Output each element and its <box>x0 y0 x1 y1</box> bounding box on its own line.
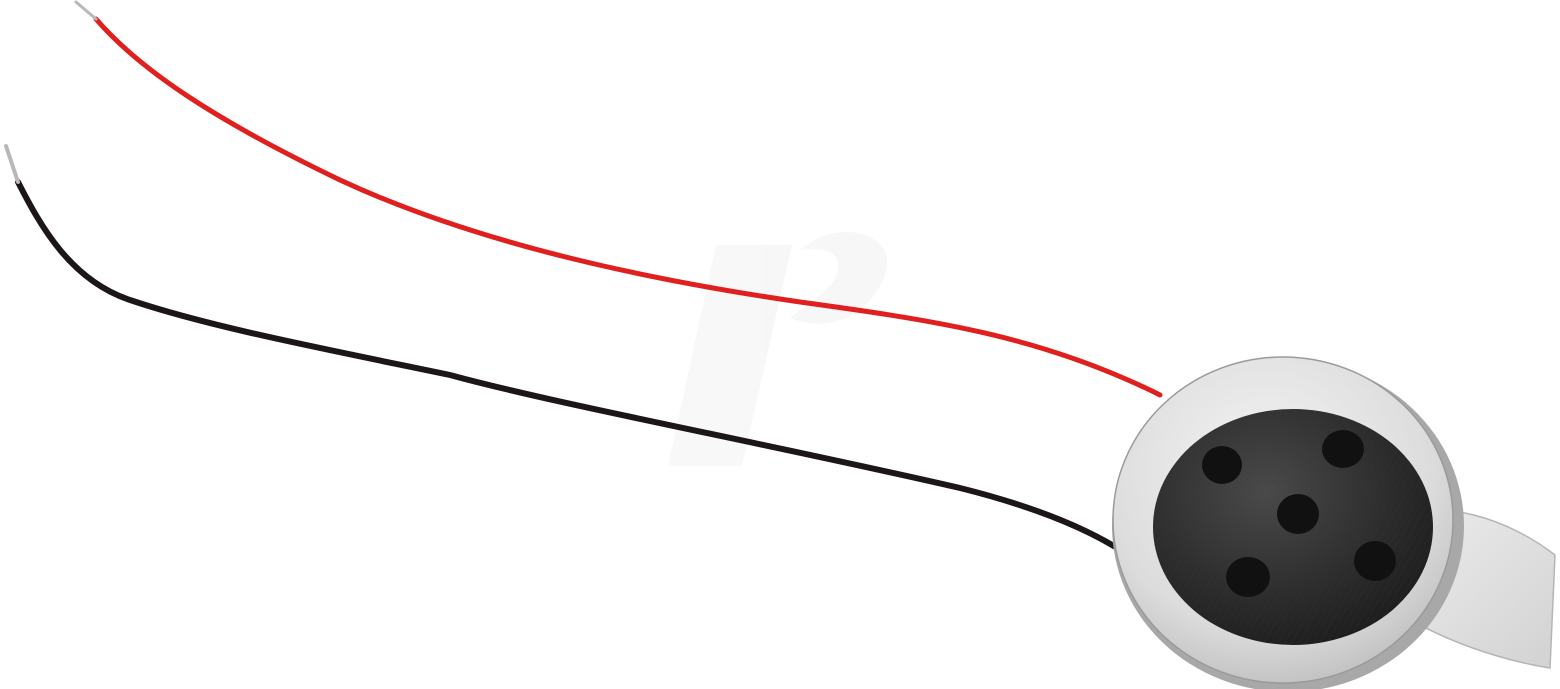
red-wire <box>74 0 1163 398</box>
speaker-hole <box>1277 494 1319 534</box>
speaker-hole <box>1202 446 1242 484</box>
speaker-hole <box>1322 430 1364 468</box>
watermark-logo <box>668 231 888 466</box>
black-wire-tip <box>4 144 20 184</box>
speaker <box>1112 356 1556 689</box>
red-wire-tip <box>74 0 98 21</box>
black-wire <box>4 144 1128 556</box>
speaker-hole <box>1354 541 1396 581</box>
speaker-hole <box>1226 557 1270 597</box>
